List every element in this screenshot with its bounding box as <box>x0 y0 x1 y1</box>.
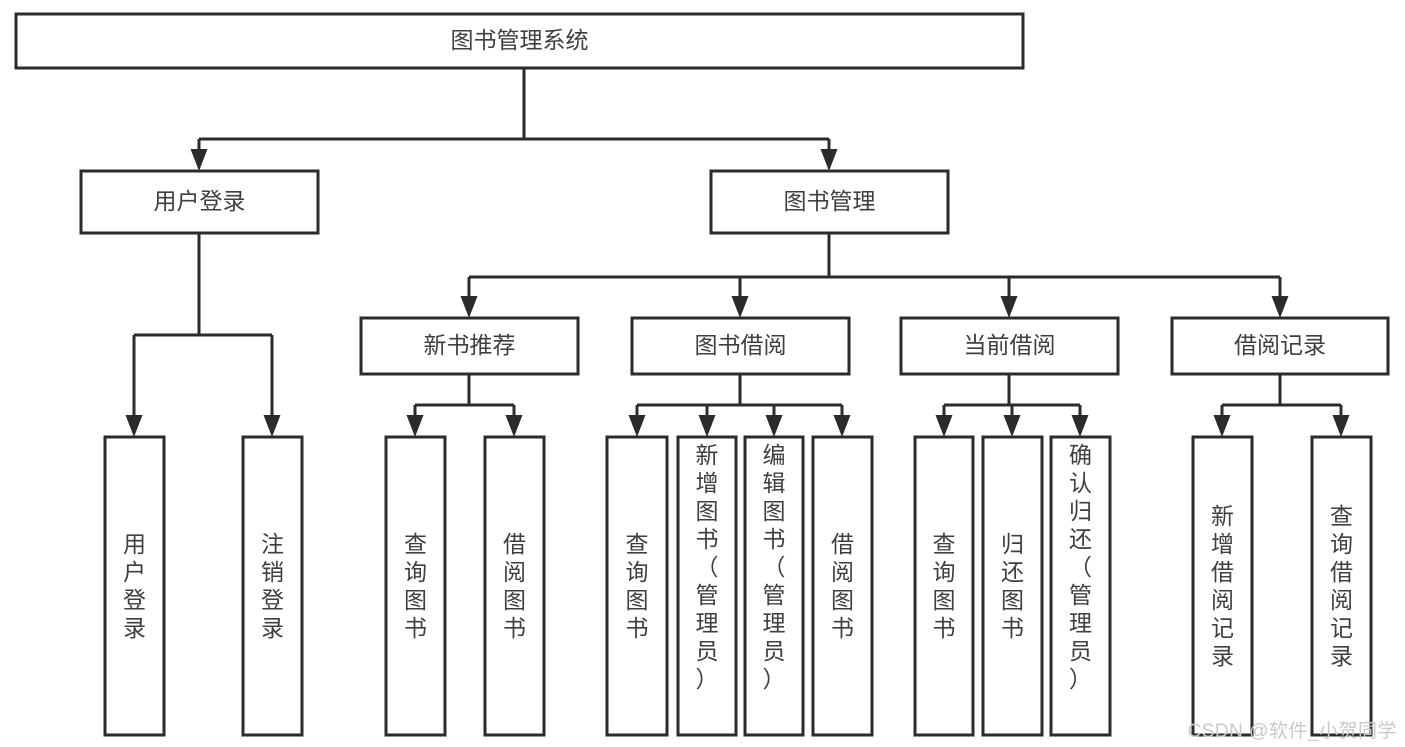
level3-node-3-当前借阅-box[interactable] <box>899 316 1120 376</box>
arrow-head-icon <box>1071 415 1089 437</box>
arrow-head-icon <box>263 415 281 437</box>
level2-node-2-图书管理-label: 图书管理 <box>784 188 876 214</box>
level3-node-1-新书推荐-box[interactable] <box>359 316 580 376</box>
level3-node-4-借阅记录[interactable]: 借阅记录 <box>1170 316 1390 376</box>
leaf-node-13-查询借阅记录[interactable]: 查询借阅记录 <box>1310 435 1373 737</box>
leaf-node-9-查询图书-label: 查询图书 <box>933 531 956 641</box>
arrow-head-icon <box>1271 296 1289 318</box>
leaf-node-1-用户登录-label: 用户登录 <box>123 531 146 641</box>
arrow-head-icon <box>190 149 208 171</box>
leaf-node-5-查询图书-box[interactable] <box>605 435 669 737</box>
leaf-node-10-归还图书-box[interactable] <box>981 435 1044 737</box>
arrow-head-icon <box>731 296 749 318</box>
leaf-node-3-查询图书-box[interactable] <box>384 435 447 737</box>
arrow-head-icon <box>698 415 716 437</box>
root-node[interactable]: 图书管理系统 <box>14 12 1025 70</box>
arrow-head-icon <box>820 149 838 171</box>
connector-group-6 <box>935 374 1089 437</box>
level3-node-4-借阅记录-label: 借阅记录 <box>1234 332 1326 358</box>
leaf-node-10-归还图书-label: 归还图书 <box>1001 531 1024 641</box>
leaf-node-6-新增图书管理员[interactable]: 新增图书（管理员） <box>676 435 738 737</box>
leaf-node-8-借阅图书-box[interactable] <box>811 435 874 737</box>
leaf-node-6-新增图书管理员-box[interactable] <box>676 435 738 737</box>
connector-group-1 <box>190 68 838 171</box>
leaf-node-1-用户登录-box[interactable] <box>103 435 166 737</box>
leaf-node-10-归还图书[interactable]: 归还图书 <box>981 435 1044 737</box>
leaf-node-6-新增图书管理员-label: 新增图书（管理员） <box>696 442 719 692</box>
connector-group-5 <box>628 374 851 437</box>
level2-node-2-图书管理[interactable]: 图书管理 <box>709 169 950 235</box>
leaf-node-3-查询图书-label: 查询图书 <box>404 531 427 641</box>
csdn-watermark: CSDN @软件_小贺同学 <box>1187 721 1397 742</box>
level3-node-2-图书借阅[interactable]: 图书借阅 <box>630 316 851 376</box>
level3-node-1-新书推荐[interactable]: 新书推荐 <box>359 316 580 376</box>
leaf-node-7-编辑图书管理员-label: 编辑图书（管理员） <box>763 442 786 692</box>
root-node-box[interactable] <box>14 12 1025 70</box>
connector-layer <box>125 68 1350 437</box>
leaf-node-9-查询图书-box[interactable] <box>913 435 975 737</box>
leaf-node-11-确认归还管理员[interactable]: 确认归还（管理员） <box>1049 435 1112 737</box>
arrow-head-icon <box>833 415 851 437</box>
arrow-head-icon <box>125 415 143 437</box>
leaf-node-11-确认归还管理员-box[interactable] <box>1049 435 1112 737</box>
leaf-node-4-借阅图书-box[interactable] <box>483 435 546 737</box>
connector-group-2 <box>460 233 1289 318</box>
leaf-node-9-查询图书[interactable]: 查询图书 <box>913 435 975 737</box>
leaf-node-3-查询图书[interactable]: 查询图书 <box>384 435 447 737</box>
leaf-node-12-新增借阅记录[interactable]: 新增借阅记录 <box>1191 435 1254 737</box>
arrow-head-icon <box>628 415 646 437</box>
leaf-node-12-新增借阅记录-label: 新增借阅记录 <box>1211 503 1234 669</box>
arrow-head-icon <box>460 296 478 318</box>
leaf-node-4-借阅图书[interactable]: 借阅图书 <box>483 435 546 737</box>
level2-node-1-用户登录-box[interactable] <box>79 169 320 235</box>
arrow-head-icon <box>1213 415 1231 437</box>
arrow-head-icon <box>505 415 523 437</box>
connector-group-3 <box>125 233 281 437</box>
leaf-node-1-用户登录[interactable]: 用户登录 <box>103 435 166 737</box>
leaf-node-5-查询图书-label: 查询图书 <box>626 531 649 641</box>
arrow-head-icon <box>406 415 424 437</box>
leaf-node-13-查询借阅记录-label: 查询借阅记录 <box>1330 503 1353 669</box>
arrow-head-icon <box>1003 415 1021 437</box>
root-node-label: 图书管理系统 <box>451 27 589 53</box>
level2-node-1-用户登录[interactable]: 用户登录 <box>79 169 320 235</box>
node-layer: 图书管理系统用户登录图书管理新书推荐图书借阅当前借阅借阅记录用户登录注销登录查询… <box>14 12 1390 737</box>
leaf-node-2-注销登录-label: 注销登录 <box>261 531 284 641</box>
leaf-node-8-借阅图书[interactable]: 借阅图书 <box>811 435 874 737</box>
arrow-head-icon <box>1332 415 1350 437</box>
leaf-node-2-注销登录[interactable]: 注销登录 <box>241 435 304 737</box>
leaf-node-12-新增借阅记录-box[interactable] <box>1191 435 1254 737</box>
level3-node-4-借阅记录-box[interactable] <box>1170 316 1390 376</box>
level3-node-1-新书推荐-label: 新书推荐 <box>424 332 516 358</box>
leaf-node-4-借阅图书-label: 借阅图书 <box>503 531 526 641</box>
leaf-node-5-查询图书[interactable]: 查询图书 <box>605 435 669 737</box>
connector-group-7 <box>1213 374 1350 437</box>
level3-node-2-图书借阅-box[interactable] <box>630 316 851 376</box>
arrow-head-icon <box>935 415 953 437</box>
arrow-head-icon <box>765 415 783 437</box>
level3-node-3-当前借阅-label: 当前借阅 <box>964 332 1056 358</box>
connector-group-4 <box>406 374 523 437</box>
leaf-node-8-借阅图书-label: 借阅图书 <box>831 531 854 641</box>
leaf-node-13-查询借阅记录-box[interactable] <box>1310 435 1373 737</box>
leaf-node-2-注销登录-box[interactable] <box>241 435 304 737</box>
leaf-node-7-编辑图书管理员-box[interactable] <box>743 435 805 737</box>
level3-node-3-当前借阅[interactable]: 当前借阅 <box>899 316 1120 376</box>
level3-node-2-图书借阅-label: 图书借阅 <box>695 332 787 358</box>
leaf-node-7-编辑图书管理员[interactable]: 编辑图书（管理员） <box>743 435 805 737</box>
arrow-head-icon <box>1000 296 1018 318</box>
level2-node-2-图书管理-box[interactable] <box>709 169 950 235</box>
leaf-node-11-确认归还管理员-label: 确认归还（管理员） <box>1069 442 1092 692</box>
level2-node-1-用户登录-label: 用户登录 <box>154 188 246 214</box>
